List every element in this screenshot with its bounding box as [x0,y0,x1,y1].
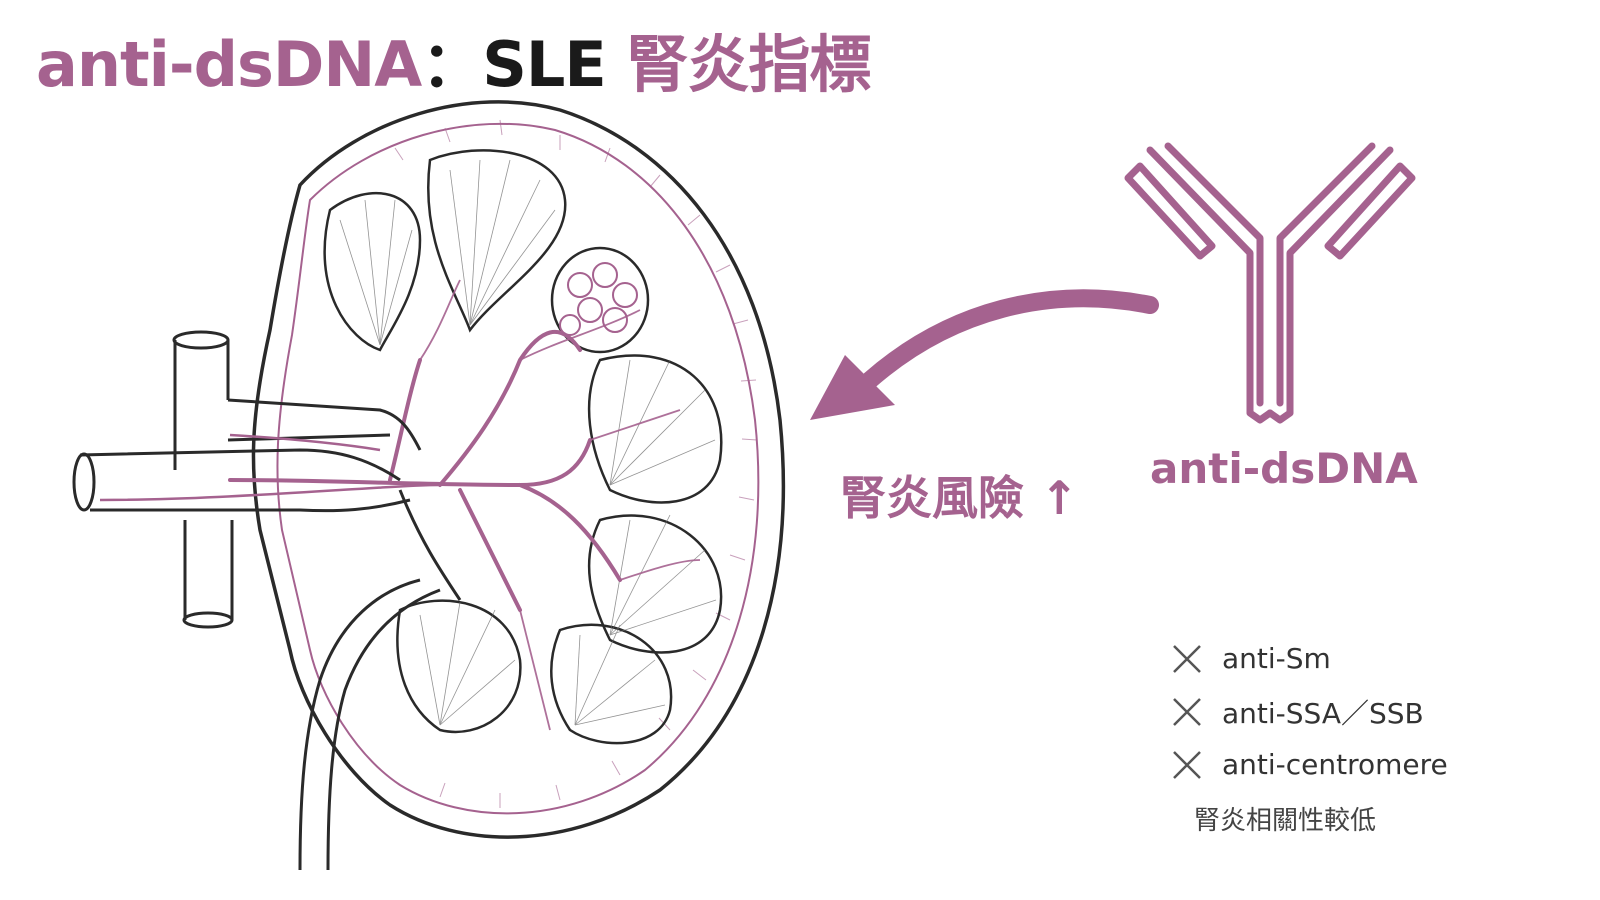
renal-pyramids [323,149,723,745]
title-sle: SLE [482,28,607,101]
renal-vessel-tree [228,329,622,612]
antibody-light-chain-right [1324,162,1416,260]
curved-arrow [810,289,1159,420]
pyramid-striations [339,159,717,726]
renal-vein-highlight [99,433,441,502]
x-icon [1173,750,1201,779]
page-title: anti-dsDNA：SLE 腎炎指標 [36,14,871,104]
list-item: anti-SSA／SSB [1170,685,1448,738]
title-separator: ： [421,28,483,101]
list-item-label: anti-centromere [1222,748,1448,781]
renal-pelvis-ureter [298,489,462,870]
antibody-heavy-chain-left [1146,146,1274,424]
low-correlation-note: 腎炎相關性較低 [1194,806,1377,836]
kidney-cortex-line [276,122,760,815]
renal-vessel-tree-thin [419,279,701,731]
excluded-antibody-list: anti-Sm anti-SSA／SSB anti-centromere [1170,632,1448,791]
antibody-label: anti-dsDNA [1150,444,1418,493]
kidney-outer-capsule [251,100,786,839]
kidney-illustration [72,100,786,870]
title-antibody: anti-dsDNA [36,28,422,101]
antibody-icon [1124,142,1416,424]
vena-cava [72,330,422,629]
antibody-inner-left [1164,142,1264,407]
list-item: anti-centromere [1170,738,1448,791]
x-icon [1173,644,1201,673]
antibody-heavy-chain-right [1266,146,1394,424]
list-item: anti-Sm [1170,632,1448,685]
nephritis-risk-label: 腎炎風險 ↑ [840,471,1079,525]
x-icon [1173,697,1201,726]
title-indicator: 腎炎指標 [605,28,871,101]
curved-arrow-shaft [861,289,1159,389]
list-item-label: anti-SSA／SSB [1222,696,1424,730]
antibody-light-chain-left [1124,162,1216,260]
antibody-inner-right [1276,142,1376,407]
list-item-label: anti-Sm [1222,642,1331,675]
glomerulus [550,246,650,354]
curved-arrow-head [810,355,895,420]
